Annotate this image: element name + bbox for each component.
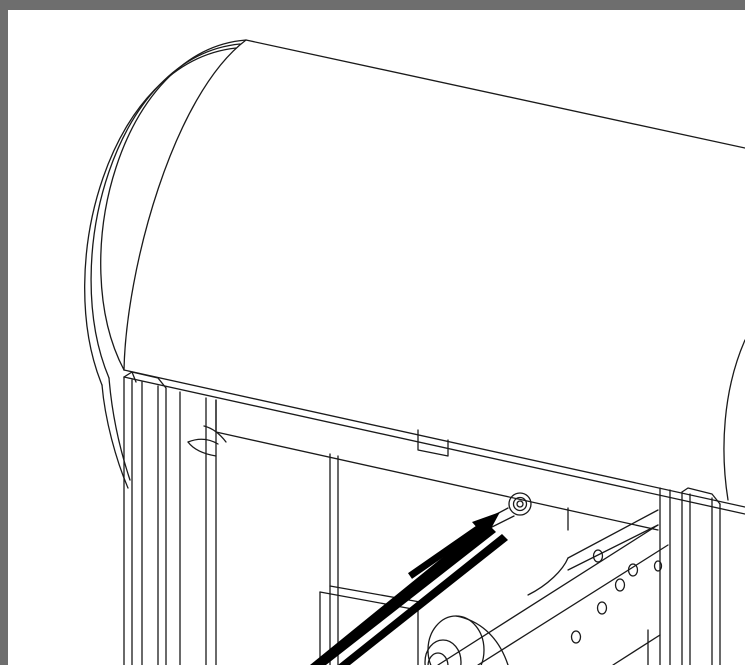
drum-cover — [123, 39, 745, 515]
perforated-belt — [437, 509, 669, 665]
inner-frame-left — [187, 397, 227, 665]
rear-panel — [329, 453, 339, 665]
technical-illustration — [84, 39, 745, 665]
cross-bar — [215, 399, 659, 531]
direction-arrow-icon — [310, 512, 508, 665]
frame-post-right — [659, 487, 721, 665]
drum-end-cap — [84, 39, 247, 489]
inner-frame-right — [567, 507, 649, 665]
frame-post-left — [123, 371, 181, 665]
roller — [424, 615, 509, 665]
diagram-canvas — [8, 10, 745, 665]
